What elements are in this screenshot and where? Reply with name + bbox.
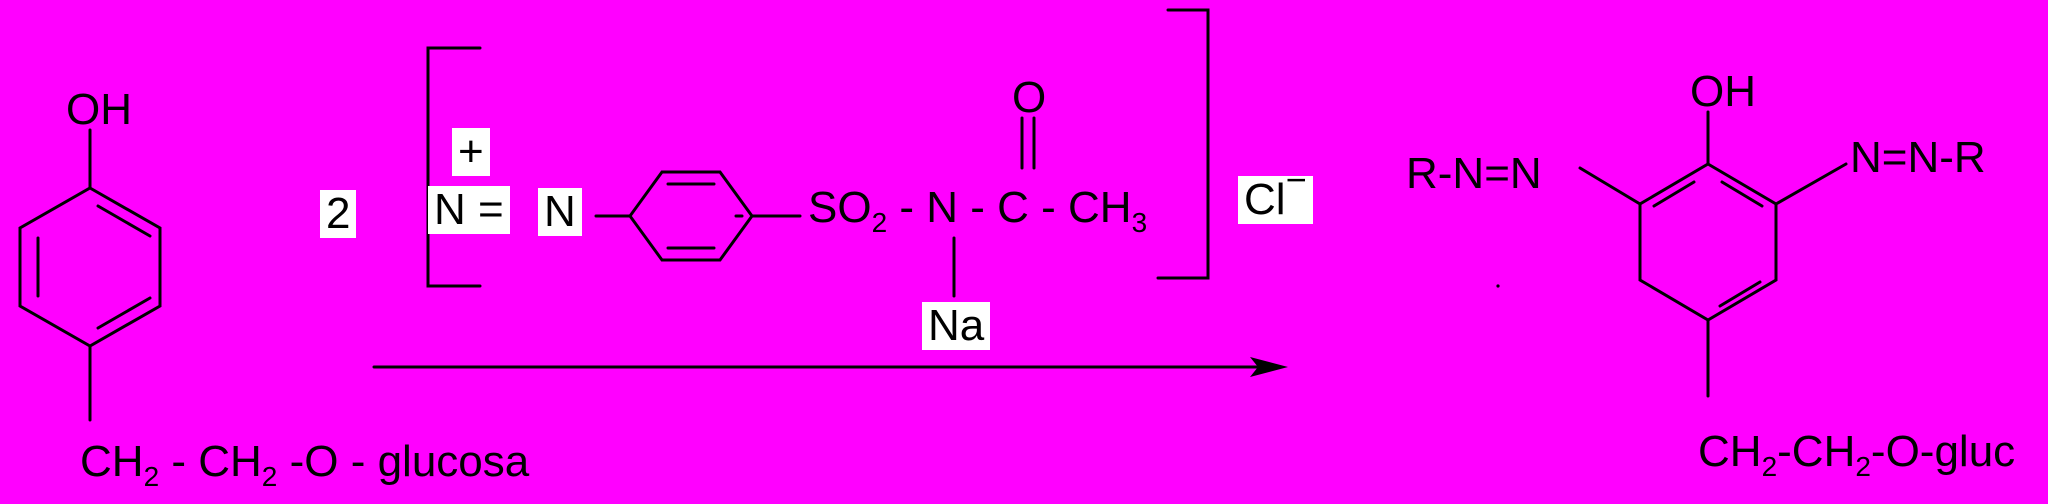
product-benzene-ring	[1578, 110, 1848, 398]
reagent-bracket-right	[1156, 8, 1210, 280]
reactant-chain-label: CH2 - CH2 -O - glucosa	[80, 437, 530, 492]
product-right-azo-label: N=N-R	[1850, 133, 1986, 182]
product-oh-label: OH	[1690, 67, 1756, 116]
reactant-benzene-ring	[18, 128, 162, 422]
reactant-oh-label: OH	[66, 85, 132, 134]
reagent-bracket-left	[426, 46, 482, 288]
reagent-benzene-ring	[594, 116, 1036, 298]
stoichiometric-coefficient: 2	[320, 190, 357, 238]
stray-dot	[1496, 284, 1500, 288]
chloride-label: Cl−	[1238, 162, 1313, 224]
reaction-arrow	[372, 357, 1288, 377]
diazonium-n-label: N =	[428, 186, 510, 234]
product-left-azo-label: R-N=N	[1406, 149, 1542, 198]
carbonyl-o-label: O	[1012, 73, 1047, 122]
sodium-label: Na	[922, 302, 991, 350]
diazo-n-label: N	[538, 188, 582, 236]
positive-charge: +	[452, 128, 490, 176]
product-chain-label: CH2-CH2-O-gluc	[1698, 427, 2016, 482]
sulfonyl-amide-acetyl-label: SO2 - N - C - CH3	[808, 183, 1148, 238]
